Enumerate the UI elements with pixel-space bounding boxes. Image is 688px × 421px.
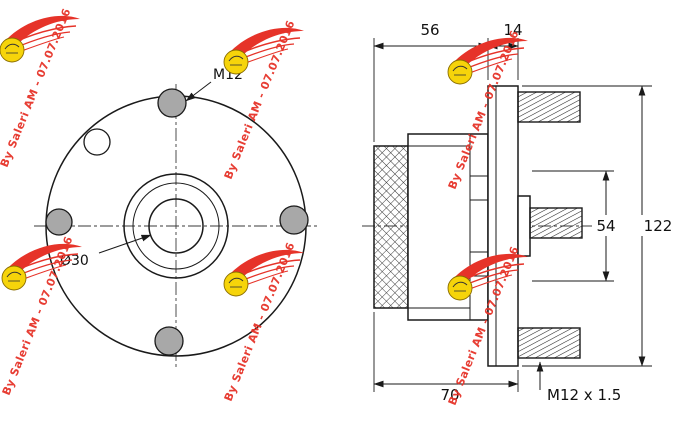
hub-body — [407, 133, 489, 321]
m12-leader-line — [185, 81, 212, 102]
dim-54-label-bg — [592, 215, 620, 236]
stud-top — [517, 91, 581, 123]
watermark: By Saleri AM - 07.07.2016 — [222, 18, 305, 181]
dim-122-label-bg — [638, 215, 678, 236]
front-view: M12 Ø30 — [34, 67, 318, 368]
bolt-hole-bottom — [154, 326, 184, 356]
stud-bottom — [517, 327, 581, 359]
dim-70-label: 70 — [440, 386, 459, 404]
bearing-section — [373, 145, 409, 309]
watermark-text: By Saleri AM - 07.07.2016 — [0, 6, 74, 169]
bolt-hole-right — [279, 205, 309, 235]
bolt-hole-left — [45, 208, 73, 236]
stud-spec-label: M12 x 1.5 — [547, 386, 621, 404]
dim-14-label: 14 — [503, 21, 522, 39]
dim-54-label: 54 — [596, 217, 615, 235]
watermark-text: By Saleri AM - 07.07.2016 — [222, 240, 298, 403]
dim-122-label: 122 — [644, 217, 673, 235]
dim-56-label: 56 — [420, 21, 439, 39]
pilot-boss — [517, 195, 531, 257]
dimensions: 56 14 54 122 70 M12 x 1.5 — [373, 21, 678, 404]
watermark: By Saleri AM - 07.07.2016 — [0, 6, 81, 169]
center-bore — [148, 198, 204, 254]
bore-diameter-label: Ø30 — [60, 253, 89, 269]
stud-middle — [529, 207, 583, 239]
watermark: By Saleri AM - 07.07.2016 — [222, 240, 305, 403]
flange-plate — [487, 85, 519, 367]
bearing-outer-ring — [123, 173, 229, 279]
watermark-text: By Saleri AM - 07.07.2016 — [0, 234, 76, 397]
bearing-inner-ring — [132, 182, 220, 270]
bore-leader-line — [98, 234, 152, 254]
bolt-hole-top — [157, 88, 187, 118]
bolt-hole-upper-left — [83, 128, 111, 156]
